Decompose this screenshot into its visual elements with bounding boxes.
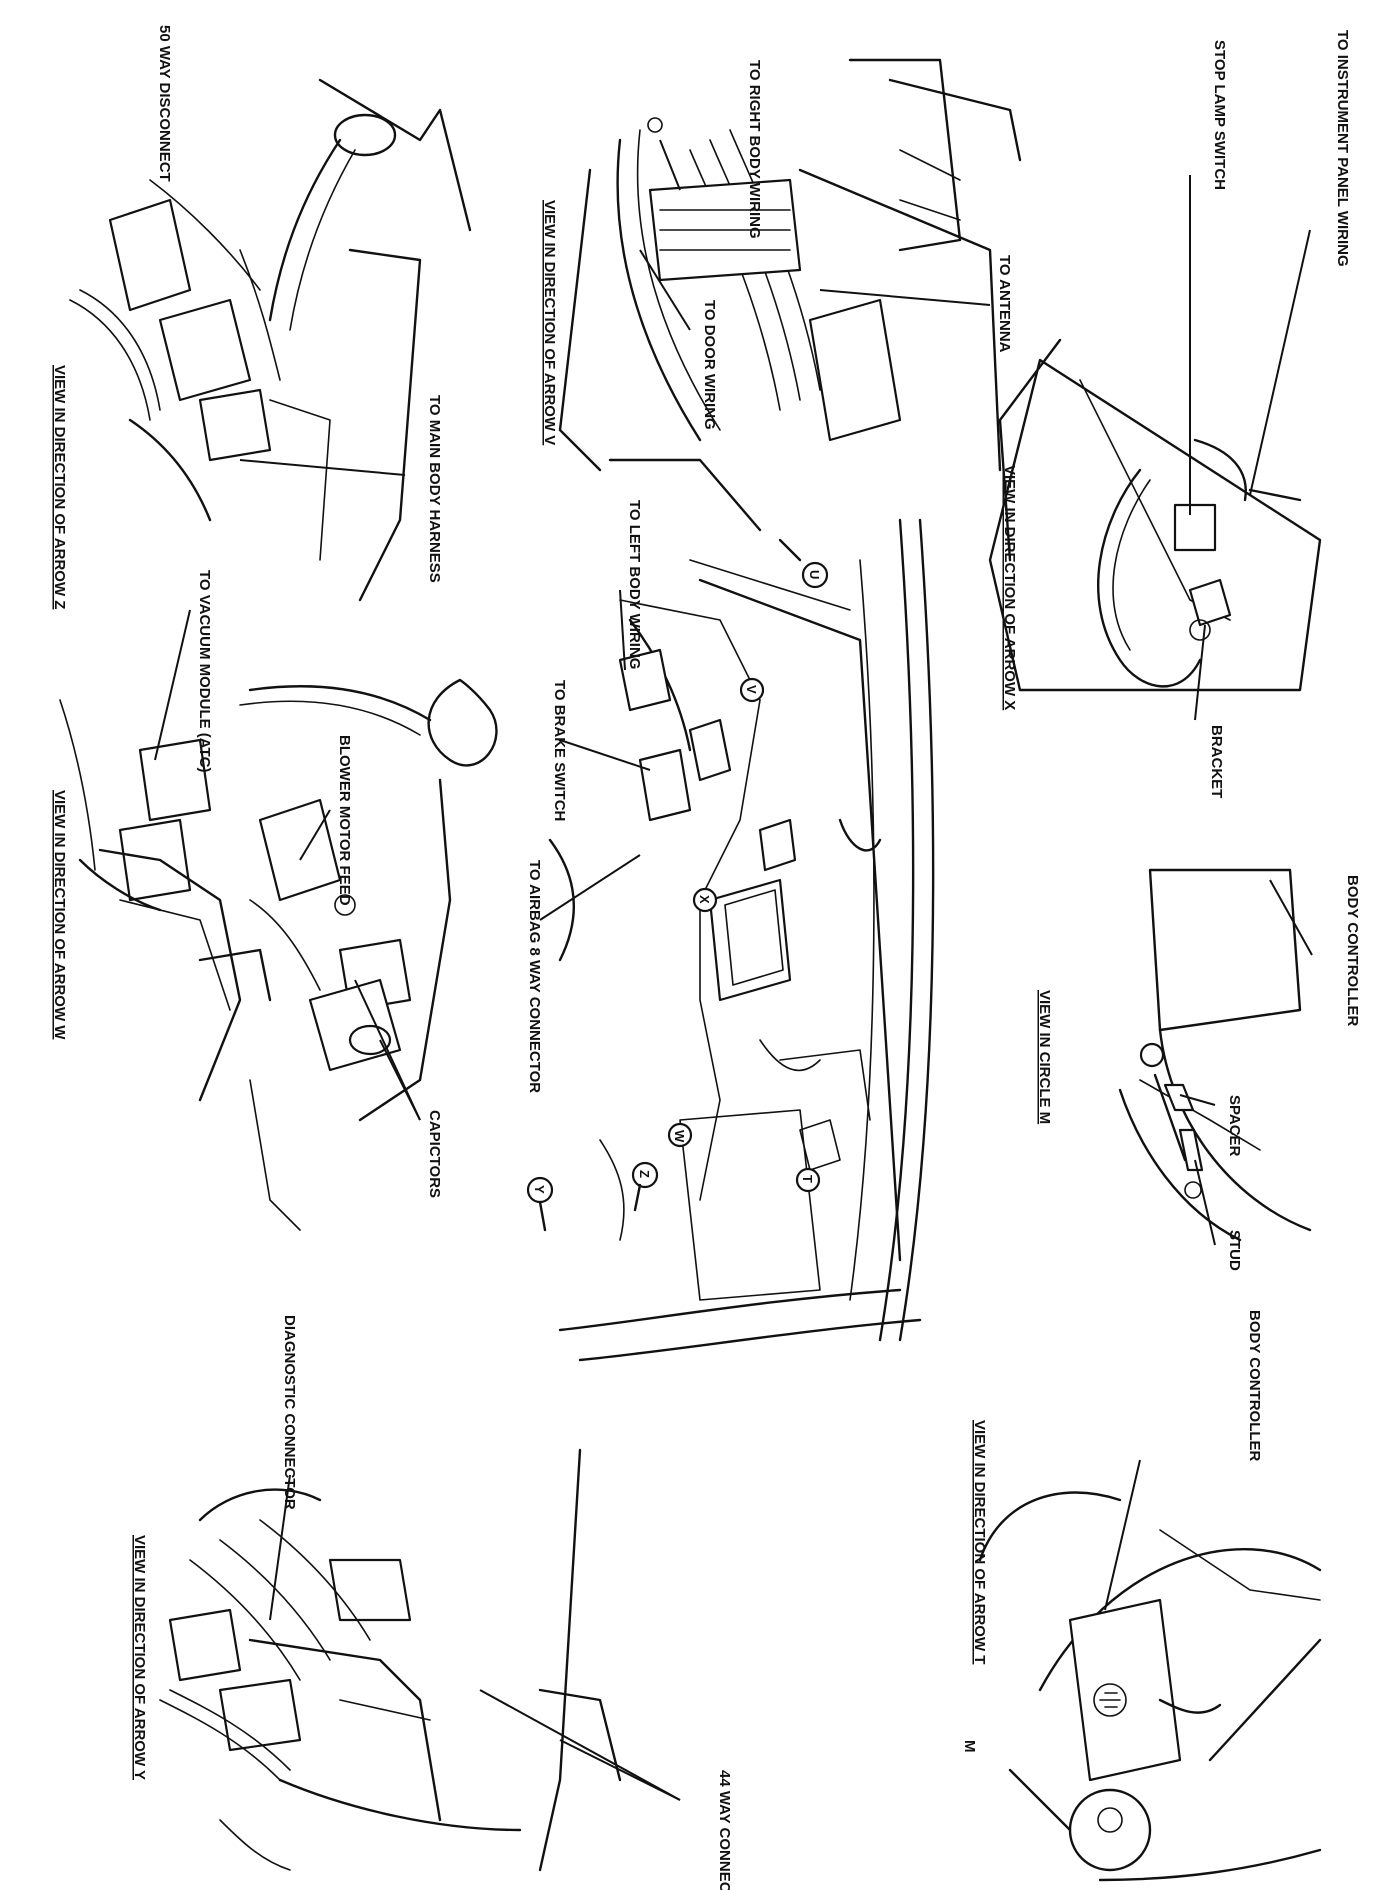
leader-stud — [1194, 1159, 1216, 1246]
svg-text:U: U — [807, 570, 822, 579]
direction-arrow-z: Z — [631, 1161, 659, 1212]
label-44-way-connector: 44 WAY CONNECTOR — [716, 1770, 733, 1890]
leader-to-right-body — [659, 139, 681, 191]
caption-arrow-w: VIEW IN DIRECTION OF ARROW W — [51, 790, 68, 1040]
label-to-antenna: TO ANTENNA — [996, 255, 1013, 353]
leader-instrument-panel — [1249, 229, 1311, 496]
caption-arrow-x: VIEW IN DIRECTION OF ARROW X — [1001, 465, 1018, 710]
label-blower-motor-feed: BLOWER MOTOR FEED — [336, 735, 353, 906]
label-instrument-panel-wiring: TO INSTRUMENT PANEL WIRING — [1334, 30, 1351, 267]
leader-bracket — [1194, 624, 1206, 721]
view-arrow-y-panel — [159, 1448, 622, 1872]
leader-44-way-1 — [479, 1689, 681, 1801]
label-bracket: BRACKET — [1208, 725, 1225, 798]
label-stop-lamp-switch: STOP LAMP SWITCH — [1211, 40, 1228, 190]
label-body-controller-m-1: BODY CONTROLLER — [1344, 875, 1361, 1027]
label-to-main-body-harness: TO MAIN BODY HARNESS — [426, 395, 443, 583]
leader-to-airbag — [539, 854, 641, 921]
leader-body-controller-m — [1269, 879, 1313, 956]
leader-to-door — [639, 249, 691, 331]
view-arrow-x-panel — [988, 338, 1322, 692]
label-to-left-body-wiring: TO LEFT BODY WIRING — [626, 500, 643, 669]
svg-text:V: V — [744, 685, 759, 694]
direction-arrow-x: X — [692, 887, 718, 913]
svg-text:Y: Y — [532, 1185, 547, 1194]
leader-to-left-body — [619, 589, 626, 671]
leader-to-main-body-harness — [239, 459, 406, 476]
leader-to-vacuum-module — [154, 609, 191, 761]
label-to-airbag: TO AIRBAG 8 WAY CONNECTOR — [526, 860, 543, 1093]
label-to-door-wiring: TO DOOR WIRING — [701, 300, 718, 430]
label-capictors: CAPICTORS — [426, 1110, 443, 1198]
label-circle-m-letter: M — [961, 1740, 978, 1753]
caption-circle-m: VIEW IN CIRCLE M — [1036, 990, 1053, 1124]
label-spacer: SPACER — [1226, 1095, 1243, 1157]
label-diagnostic-connector: DIAGNOSTIC CONNECTOR — [281, 1315, 298, 1510]
label-to-brake-switch: TO BRAKE SWITCH — [551, 680, 568, 821]
leader-spacer — [1179, 1094, 1216, 1106]
leader-body-controller-t — [1104, 1459, 1141, 1611]
direction-arrow-w: W — [667, 1122, 693, 1148]
direction-arrow-u: U — [778, 538, 829, 589]
central-panel-overview: U V X W Z Y T — [526, 458, 935, 1362]
view-arrow-v-panel — [558, 58, 1022, 472]
label-to-right-body-wiring: TO RIGHT BODY WIRING — [746, 60, 763, 239]
view-arrow-t-panel — [978, 1491, 1322, 1882]
svg-text:T: T — [800, 1175, 815, 1183]
direction-arrow-t: T — [795, 1167, 821, 1193]
direction-arrow-v: V — [739, 677, 765, 703]
leader-44-way-2 — [559, 1739, 681, 1801]
label-stud: STUD — [1226, 1230, 1243, 1271]
caption-arrow-y: VIEW IN DIRECTION OF ARROW Y — [131, 1535, 148, 1780]
label-50-way-disconnect: 50 WAY DISCONNECT — [156, 25, 173, 182]
view-arrow-z-panel — [69, 78, 472, 602]
leader-diagnostic-connector — [269, 1474, 291, 1621]
leader-blower-motor-feed — [299, 809, 331, 861]
leader-to-antenna — [819, 289, 991, 306]
label-body-controller-t-1: BODY CONTROLLER — [1246, 1310, 1263, 1462]
label-to-vacuum-module: TO VACUUM MODULE (ATC) — [196, 570, 213, 772]
caption-arrow-t: VIEW IN DIRECTION OF ARROW T — [971, 1420, 988, 1664]
svg-text:X: X — [697, 895, 712, 904]
leader-capictors-2 — [354, 979, 421, 1121]
caption-arrow-z: VIEW IN DIRECTION OF ARROW Z — [51, 365, 68, 609]
svg-text:Z: Z — [637, 1170, 652, 1178]
direction-arrow-y: Y — [526, 1176, 554, 1232]
view-circle-m-panel — [1118, 868, 1312, 1242]
leader-to-brake-switch — [559, 739, 651, 771]
svg-text:W: W — [672, 1130, 687, 1143]
caption-arrow-v: VIEW IN DIRECTION OF ARROW V — [541, 200, 558, 445]
